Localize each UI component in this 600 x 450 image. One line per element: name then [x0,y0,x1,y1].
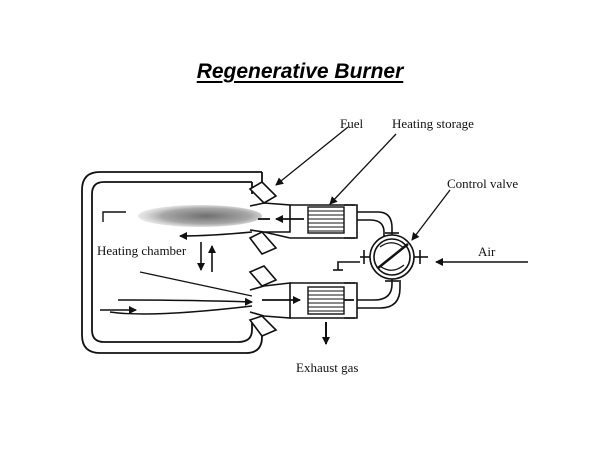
exhaust-gas-label: Exhaust gas [296,360,359,375]
fuel-label: Fuel [340,116,364,131]
fuel-leader [275,126,349,186]
chamber-updown-arrows [197,242,216,272]
diagram-title: Regenerative Burner [196,60,404,83]
upper-duct-outline [344,204,393,239]
heating-chamber-wall [81,171,263,354]
upper-heating-storage [307,206,345,234]
control-valve-leader [411,189,451,241]
control-valve [360,232,428,282]
chamber-flow-lines [100,211,253,315]
lower-heating-storage [307,286,345,315]
air-label: Air [478,244,496,259]
lower-duct-outline [333,261,401,319]
heating-storage-leader [329,133,397,205]
heating-chamber-label: Heating chamber [97,243,187,258]
heating-storage-label: Heating storage [392,116,474,131]
control-valve-label: Control valve [447,176,519,191]
flame [138,205,262,227]
